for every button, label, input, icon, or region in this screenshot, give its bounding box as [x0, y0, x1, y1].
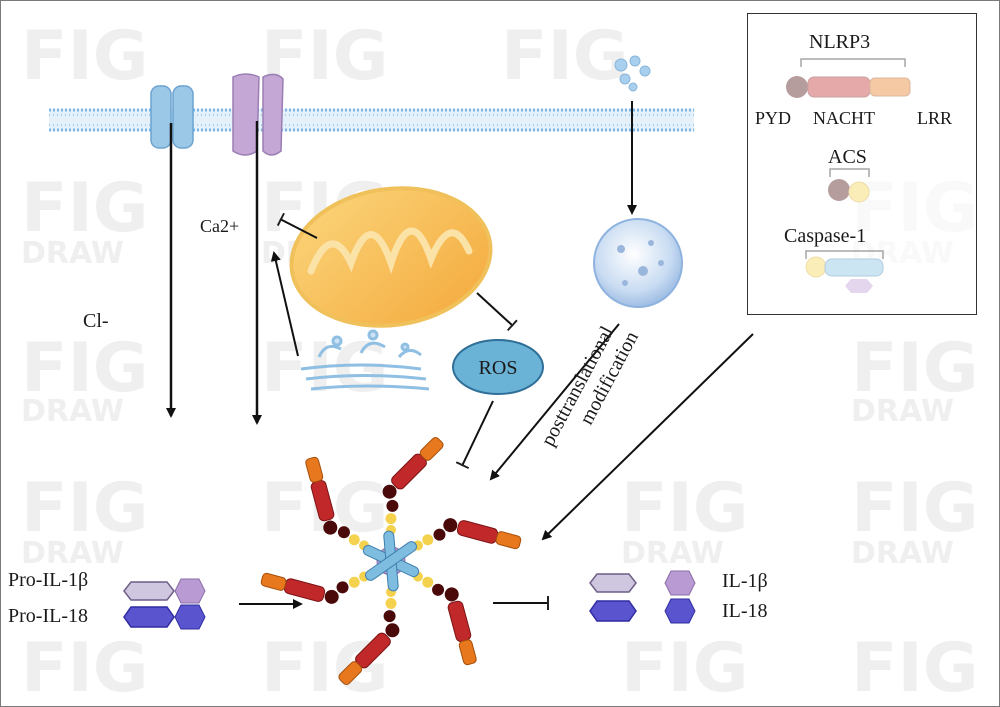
nlrp3-domain	[495, 531, 522, 550]
legend-nlrp3-label: NLRP3	[809, 31, 871, 53]
particle-stimulus-icon	[614, 55, 651, 92]
watermark-text: DRAW	[21, 536, 124, 571]
domain-bead	[348, 576, 360, 588]
domain-bead	[422, 576, 434, 588]
watermark-text: FIG	[21, 469, 149, 548]
legend-to-inflammasome-arrow	[541, 333, 754, 541]
calcium-channel-icon	[232, 73, 284, 156]
nlrp3-arm	[382, 436, 444, 535]
watermark-text: FIG	[21, 329, 149, 408]
watermark-text: FIG	[21, 17, 149, 96]
nlrp3-domain	[458, 639, 477, 666]
il1b-icon	[589, 570, 696, 596]
nlrp3-domain	[305, 456, 324, 483]
nlrp3-arm	[260, 571, 370, 604]
mitochondrion-icon	[289, 186, 493, 328]
nlrp3-domain	[447, 600, 472, 642]
calcium-ion-label: Ca2+	[200, 216, 240, 236]
domain-bead	[383, 610, 396, 623]
domain-bead	[385, 597, 397, 609]
er-to-ca-arrow	[270, 251, 299, 357]
pro-il1b-label: Pro-IL-1β	[8, 569, 89, 591]
vesicle-icon	[593, 218, 683, 308]
nlrp3-domain	[456, 520, 499, 544]
watermark-text: FIG	[21, 169, 149, 248]
nlrp3-domain	[283, 578, 326, 602]
domain-bead	[324, 589, 339, 604]
ros-label: ROS	[479, 357, 518, 379]
watermark-text: FIG	[851, 329, 979, 408]
domain-bead	[385, 513, 397, 525]
nlrp3-arm	[412, 571, 477, 666]
legend-lrr-label: LRR	[917, 108, 953, 128]
pro-il18-icon	[123, 604, 206, 630]
endoplasmic-reticulum-icon	[300, 329, 430, 391]
nlrp3-arm	[412, 518, 522, 551]
ros-to-inflammasome-arrow	[455, 400, 494, 470]
nlrp3-domain	[391, 453, 427, 490]
chloride-ion-label: Cl-	[83, 310, 109, 332]
legend-panel	[747, 13, 977, 315]
domain-bead	[348, 534, 360, 546]
nlrp3-domain	[419, 436, 444, 461]
domain-bead	[386, 499, 399, 512]
mito-to-ca-arrow	[276, 212, 318, 239]
domain-bead	[382, 484, 397, 499]
pro-il18-label: Pro-IL-18	[8, 605, 88, 627]
watermark-text: FIG	[21, 629, 149, 707]
pathway-arrows	[166, 101, 754, 610]
legend-acs-label: ACS	[828, 146, 867, 168]
watermark-text: FIG	[621, 469, 749, 548]
caspase1-rod	[365, 541, 417, 581]
domain-bead	[385, 623, 400, 638]
nlrp3-arm	[305, 456, 370, 551]
watermark-text: FIG	[621, 629, 749, 707]
domain-bead	[323, 520, 338, 535]
ros-node: ROS	[452, 339, 544, 395]
domain-bead	[432, 583, 445, 596]
chloride-channel-icon	[150, 85, 194, 149]
nlrp3-arm	[338, 587, 400, 686]
domain-bead	[337, 526, 350, 539]
il18-icon	[589, 598, 696, 624]
watermark-text: DRAW	[21, 236, 124, 271]
watermark-text: DRAW	[851, 394, 954, 429]
domain-bead	[336, 581, 349, 594]
watermark-text: DRAW	[21, 394, 124, 429]
watermark-text: DRAW	[851, 536, 954, 571]
watermark-text: FIG	[261, 629, 389, 707]
nlrp3-domain	[338, 661, 363, 686]
nlrp3-inflammasome-icon	[260, 436, 522, 686]
watermark-text: FIG	[501, 17, 629, 96]
il18-label: IL-18	[722, 600, 768, 622]
domain-bead	[433, 528, 446, 541]
nlrp3-domain	[260, 572, 287, 591]
domain-bead	[444, 587, 459, 602]
domain-bead	[443, 518, 458, 533]
cell-membrane	[49, 108, 694, 132]
legend-pyd-label: PYD	[755, 108, 792, 128]
vesicle-to-inflammasome-arrow	[489, 323, 620, 481]
watermark-text: DRAW	[621, 536, 724, 571]
watermark-text: FIG	[261, 329, 389, 408]
mito-to-ros-arrow	[476, 292, 518, 332]
pro-il1b-icon	[123, 578, 206, 604]
il1b-label: IL-1β	[722, 570, 768, 592]
domain-bead	[422, 534, 434, 546]
watermark-text: FIG	[851, 469, 979, 548]
legend-caspase1-label: Caspase-1	[784, 225, 867, 247]
watermark-text: FIG	[851, 629, 979, 707]
legend-nacht-label: NACHT	[813, 108, 875, 128]
